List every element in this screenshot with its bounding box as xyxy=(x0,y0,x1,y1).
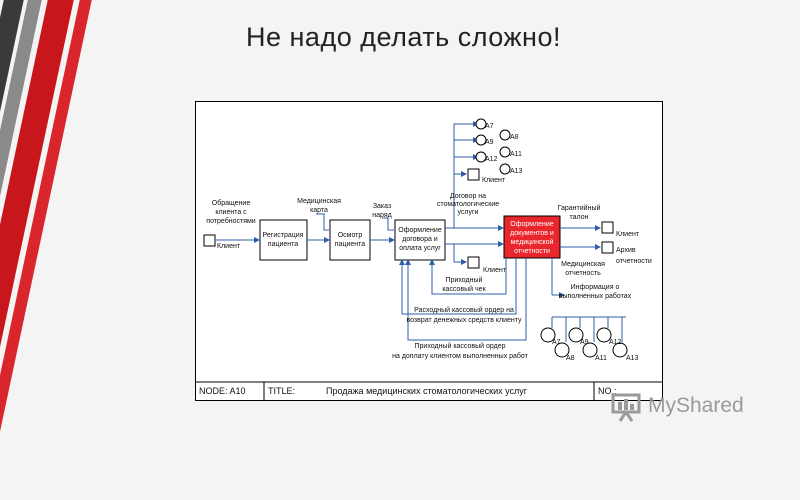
box-reporting-line2: документов и xyxy=(510,230,554,237)
arrow-income-order xyxy=(405,258,527,341)
label-expense-order-1: Расходный кассовый ордер на xyxy=(414,306,514,314)
box-contract-line2: договора и xyxy=(402,236,438,243)
box-reporting-line1: Оформление xyxy=(510,221,554,228)
client-input-square xyxy=(203,234,216,247)
ref-bottom-a13 xyxy=(612,342,628,358)
ref-bottom-a12 xyxy=(596,327,612,343)
ref-bottom-a9-label: А9 xyxy=(580,339,589,346)
box-registration: Регистрация пациента xyxy=(259,219,308,261)
label-archive-1: Архив xyxy=(616,247,636,254)
footer-title: Продажа медицинских стоматологических ус… xyxy=(326,386,528,396)
slide-title: Не надо делать сложно! xyxy=(246,22,561,52)
ref-top-a7 xyxy=(475,118,487,130)
ref-bottom-a8-label: А8 xyxy=(566,355,575,362)
client-mid-square xyxy=(467,256,480,269)
arrow-expense-order xyxy=(399,258,517,315)
ref-top-a8 xyxy=(499,129,511,141)
box-contract: Оформление договора и оплата услуг xyxy=(394,219,446,261)
box-exam-line1: Осмотр xyxy=(338,232,363,239)
box-exam: Осмотр пациента xyxy=(329,219,371,261)
label-cash-receipt-2: кассовый чек xyxy=(442,285,486,293)
archive-square xyxy=(601,241,614,254)
ref-bottom-a13-label: А13 xyxy=(626,355,639,362)
box-contract-line3: оплата услуг xyxy=(399,245,441,252)
ref-bottom-a11 xyxy=(582,342,598,358)
ref-top-a13 xyxy=(499,163,511,175)
label-med-report-1: Медицинская xyxy=(561,261,605,268)
label-client-input: Клиент xyxy=(217,243,241,250)
label-medcard-1: Медицинская xyxy=(297,198,341,205)
arrow-cash-receipt xyxy=(429,258,507,295)
diagram-canvas: Регистрация пациента Осмотр пациента Офо… xyxy=(196,118,662,400)
label-expense-order-2: возврат денежных средств клиенту xyxy=(406,317,522,324)
label-need-3: потребностями xyxy=(206,217,256,225)
label-client-top: Клиент xyxy=(482,177,506,184)
watermark-text: MyShared xyxy=(648,394,744,417)
arrow-medcard xyxy=(316,213,329,231)
footer-no: NO.: xyxy=(598,386,617,396)
ref-top-a7-label: А7 xyxy=(485,123,494,130)
box-reporting: Оформление документов и медицинской отче… xyxy=(503,215,561,259)
label-archive-2: отчетности xyxy=(616,258,652,265)
label-client-mid: Клиент xyxy=(483,267,507,274)
ref-bottom-a9 xyxy=(568,327,584,343)
box-exam-line2: пациента xyxy=(335,241,365,248)
label-client-out: Клиент xyxy=(616,231,640,238)
diagram-footer: NODE: A10 TITLE: Продажа медицинских сто… xyxy=(196,381,662,400)
idef0-diagram: Регистрация пациента Осмотр пациента Офо… xyxy=(195,101,663,401)
footer-node: NODE: A10 xyxy=(199,386,246,396)
client-top-square xyxy=(467,168,480,181)
ref-top-a12 xyxy=(475,151,487,163)
box-contract-line1: Оформление xyxy=(398,227,442,234)
label-dental-contract-3: услуги xyxy=(458,209,479,216)
watermark: MyShared xyxy=(610,392,770,422)
presentation-icon xyxy=(611,393,641,422)
label-income-order-2: на доплату клиентом выполненных работ xyxy=(392,352,529,360)
label-need-2: клиента с xyxy=(215,209,247,216)
ref-bottom-a8 xyxy=(554,342,570,358)
arrow-order xyxy=(382,217,394,231)
ref-bottom-a7-label: А7 xyxy=(552,339,561,346)
arrow-client-mid xyxy=(453,244,467,265)
ref-top-a11-label: А11 xyxy=(510,151,522,158)
label-need-1: Обращение xyxy=(212,199,251,207)
ref-bottom-a12-label: А12 xyxy=(609,339,622,346)
box-registration-line2: пациента xyxy=(268,241,298,248)
ref-bottom-a11-label: А11 xyxy=(595,355,607,362)
ref-top-a13-label: А13 xyxy=(510,168,523,175)
label-work-info-1: Информация о xyxy=(571,284,620,291)
label-warranty-2: талон xyxy=(570,214,589,221)
label-medcard-2: карта xyxy=(310,207,328,214)
ref-top-a8-label: А8 xyxy=(510,134,519,141)
client-out-square xyxy=(601,221,614,234)
label-order-2: наряд xyxy=(372,212,391,219)
box-registration-line1: Регистрация xyxy=(263,232,304,239)
label-work-info-2: выполненных работах xyxy=(559,292,632,300)
ref-top-a12-label: А12 xyxy=(485,156,498,163)
ref-bottom-a7 xyxy=(540,327,556,343)
label-warranty-1: Гарантийный xyxy=(558,204,601,212)
label-dental-contract-1: Договор на xyxy=(450,193,486,200)
box-reporting-line3: медицинской xyxy=(511,238,554,246)
label-order-1: Заказ xyxy=(373,203,391,210)
label-dental-contract-2: стоматологические xyxy=(437,201,499,208)
label-med-report-2: отчетность xyxy=(565,270,601,277)
footer-title-label: TITLE: xyxy=(268,386,295,396)
box-reporting-line4: отчетности xyxy=(514,248,550,255)
ref-top-a9 xyxy=(475,134,487,146)
label-cash-receipt-1: Приходный xyxy=(446,276,483,284)
arrow-ref-a7 xyxy=(453,121,479,228)
label-income-order-1: Приходный кассовый ордер xyxy=(414,342,505,350)
ref-top-a9-label: А9 xyxy=(485,139,494,146)
ref-top-a11 xyxy=(499,146,511,158)
